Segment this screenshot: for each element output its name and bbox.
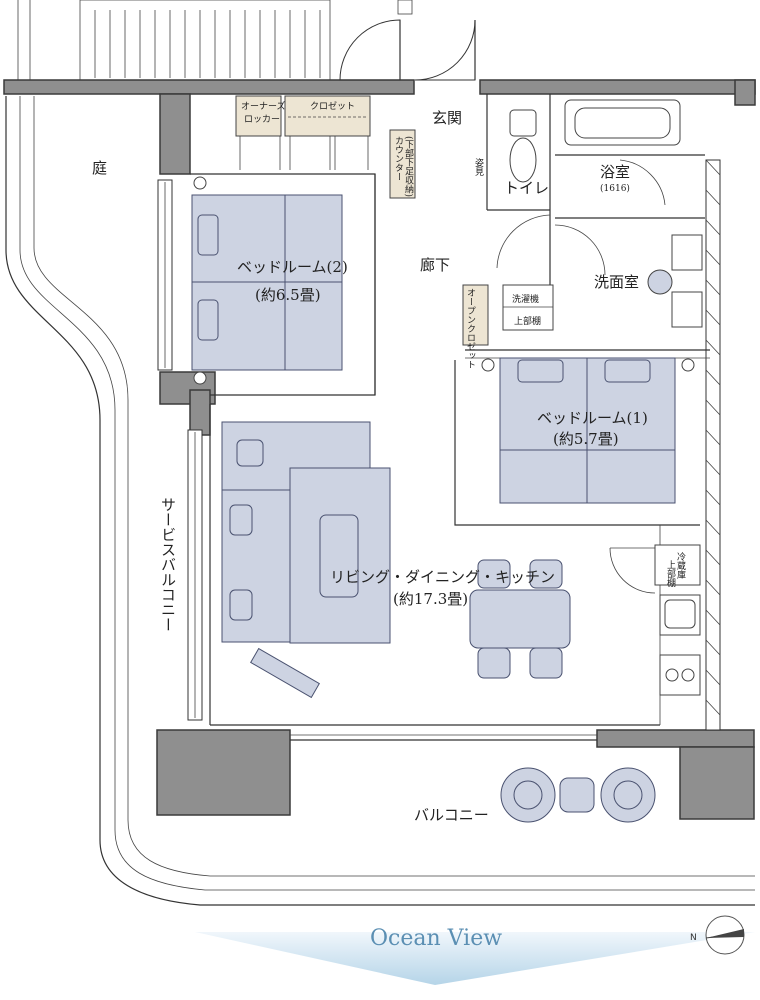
label-bath: 浴室 xyxy=(600,163,630,181)
garden-outline xyxy=(5,96,755,906)
label-balcony: バルコニー xyxy=(414,806,489,824)
living-furniture xyxy=(221,421,571,699)
partitions xyxy=(190,94,710,741)
compass-icon: N xyxy=(690,915,745,955)
label-counter-2: (下部下足収納) xyxy=(403,136,414,197)
label-bedroom2: ベッドルーム(2) xyxy=(237,258,348,276)
label-upper-shelf: 上部棚 xyxy=(514,315,541,327)
windows-left xyxy=(157,179,203,721)
label-ldk: リビング・ダイニング・キッチン xyxy=(330,568,555,586)
label-mirror: 姿見 xyxy=(473,157,484,177)
storage xyxy=(235,95,489,346)
bedroom1-beds xyxy=(481,357,695,504)
label-hallway: 廊下 xyxy=(420,256,450,274)
label-service-balcony: サービスバルコニー xyxy=(159,497,177,632)
label-entrance: 玄関 xyxy=(432,109,462,127)
label-owners-locker-2: ロッカー xyxy=(244,114,280,125)
label-fridge-shelf: 上部棚 xyxy=(665,560,676,588)
room-labels: 庭 玄関 オーナーズ ロッカー クロゼット カウンター (下部下足収納) 姿見 … xyxy=(92,100,686,824)
label-bedroom2-size: (約6.5畳) xyxy=(255,286,321,304)
bedroom2-beds xyxy=(191,176,343,385)
label-ldk-size: (約17.3畳) xyxy=(393,590,468,608)
label-fridge: 冷蔵庫 xyxy=(675,551,686,580)
balcony-furniture xyxy=(500,767,656,823)
walls xyxy=(3,79,756,820)
ocean-view-label: Ocean View xyxy=(370,926,502,951)
label-closet: クロゼット xyxy=(310,100,355,112)
label-owners-locker-1: オーナーズ xyxy=(241,100,286,112)
top-railing xyxy=(17,0,413,81)
door-swing-icon xyxy=(339,19,666,594)
label-bedroom1: ベッドルーム(1) xyxy=(537,409,648,427)
label-toilet: トイレ xyxy=(504,179,549,197)
view-arrow-icon xyxy=(195,932,755,985)
label-bedroom1-size: (約5.7畳) xyxy=(553,430,619,448)
compass-north-label: N xyxy=(690,933,697,943)
label-washroom: 洗面室 xyxy=(594,273,639,291)
label-garden: 庭 xyxy=(92,159,107,177)
label-washer: 洗濯機 xyxy=(512,293,539,305)
label-counter-1: カウンター xyxy=(393,136,404,181)
fixtures xyxy=(502,99,703,696)
label-open-closet: オープンクロゼット xyxy=(465,288,476,369)
label-bath-size: (1616) xyxy=(600,183,630,194)
